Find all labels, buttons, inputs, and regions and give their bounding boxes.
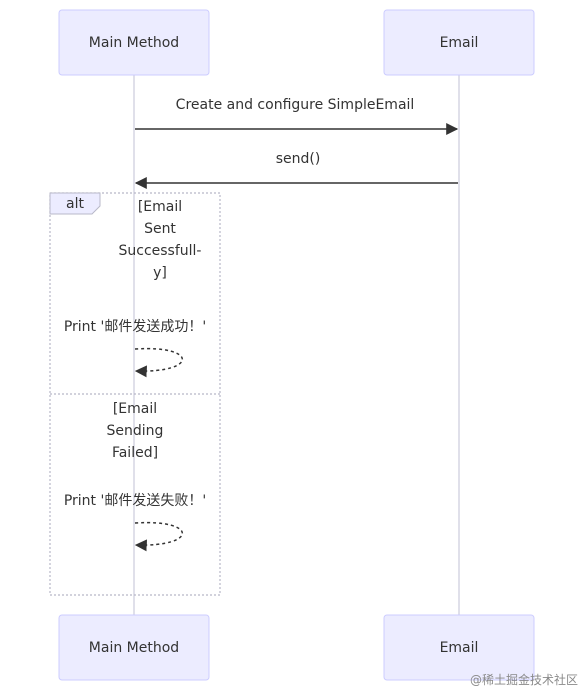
actor-email-top: Email — [383, 9, 535, 76]
message-send-label: send() — [276, 151, 321, 167]
condition-success-line-2: Sent — [144, 221, 176, 237]
actor-main-method-top-label: Main Method — [89, 35, 179, 51]
print-failed-label: Print '邮件发送失败！' — [64, 493, 206, 509]
actor-main-method-top: Main Method — [58, 9, 210, 76]
alt-frame-label: alt — [66, 196, 84, 212]
condition-failed-line-2: Sending — [107, 423, 164, 439]
alt-frame — [49, 192, 221, 596]
actor-main-method-bottom: Main Method — [58, 614, 210, 681]
condition-success-line-4: y] — [153, 265, 167, 281]
self-loop-success — [134, 347, 183, 378]
actor-main-method-bottom-label: Main Method — [89, 640, 179, 656]
message-create-label: Create and configure SimpleEmail — [176, 97, 415, 113]
condition-success-line-1: [Email — [138, 199, 182, 215]
watermark-text: @稀土掘金技术社区 — [470, 672, 578, 687]
print-success-label: Print '邮件发送成功！' — [64, 319, 206, 335]
condition-success-line-3: Successfull- — [119, 243, 202, 259]
actor-email-top-label: Email — [440, 35, 479, 51]
alt-frame-label-box — [49, 192, 101, 215]
condition-failed-line-3: Failed] — [112, 445, 158, 461]
actor-email-bottom: Email — [383, 614, 535, 681]
condition-failed-line-1: [Email — [113, 401, 157, 417]
actor-email-bottom-label: Email — [440, 640, 479, 656]
self-loop-failed — [134, 521, 183, 552]
